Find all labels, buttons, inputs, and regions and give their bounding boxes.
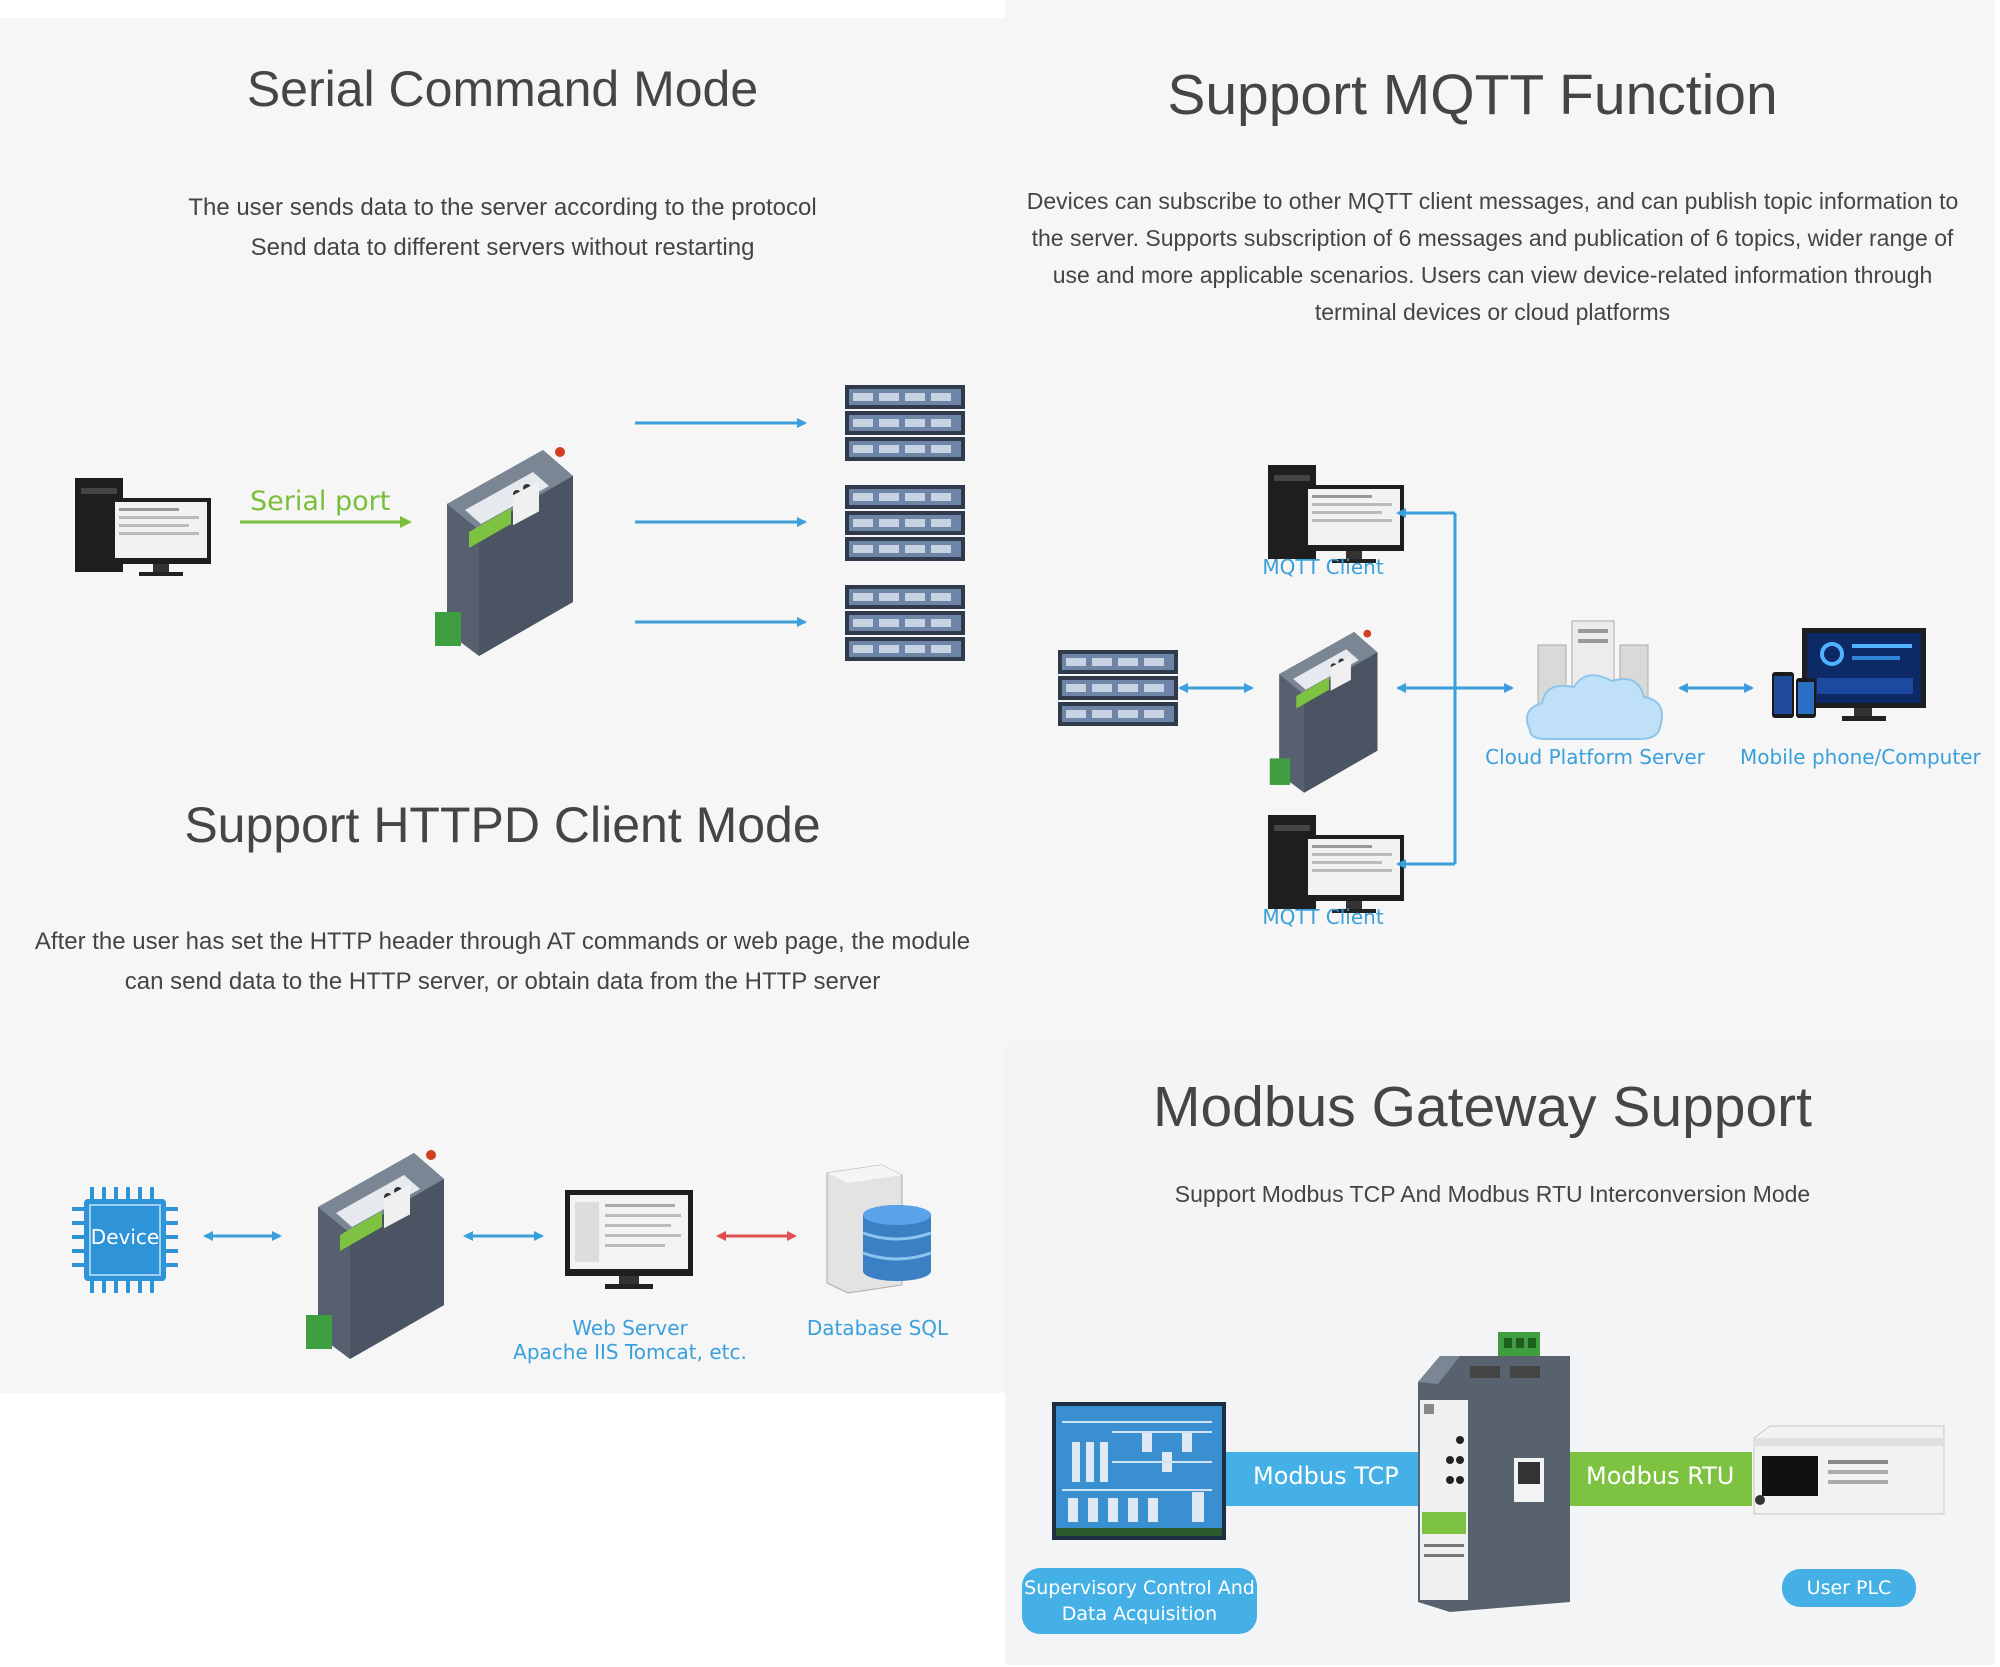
httpd-desc-line-2: can send data to the HTTP server, or obt…	[124, 968, 881, 995]
plc-label: User PLC	[1782, 1569, 1916, 1607]
modbus-rtu-label: Modbus RTU	[1586, 1462, 1735, 1490]
mobile-computer-icon	[1772, 628, 1926, 721]
database-label: Database SQL	[806, 1316, 949, 1340]
cloud-server-label: Cloud Platform Server	[1485, 745, 1705, 769]
httpd-panel	[0, 788, 1005, 1393]
httpd-description: After the user has set the HTTP header t…	[0, 922, 1005, 1002]
httpd-module-icon	[306, 1150, 444, 1359]
httpd-arrows	[203, 1231, 797, 1241]
web-server-label-line-1: Web Server	[572, 1316, 688, 1340]
serial-desc-line-1: The user sends data to the server accord…	[188, 194, 817, 221]
httpd-title: Support HTTPD Client Mode	[184, 797, 821, 853]
scada-label-line-1: Supervisory Control And	[1024, 1577, 1255, 1599]
web-server-label: Web Server Apache IIS Tomcat, etc.	[510, 1316, 750, 1364]
scada-label-line-2: Data Acquisition	[1061, 1603, 1218, 1625]
modbus-gateway-module-icon	[1418, 1332, 1570, 1612]
mqtt-client-bottom-icon	[1268, 815, 1404, 913]
mqtt-panel	[1005, 0, 1995, 1045]
web-server-monitor-icon	[565, 1190, 693, 1289]
mqtt-title: Support MQTT Function	[1167, 63, 1778, 127]
mqtt-desc-line-4: terminal devices or cloud platforms	[1314, 299, 1671, 325]
modbus-rtu-bar	[1560, 1452, 1752, 1506]
database-icon	[826, 1164, 932, 1294]
serial-title: Serial Command Mode	[246, 61, 759, 117]
serial-module-icon	[435, 447, 573, 656]
modbus-description: Support Modbus TCP And Modbus RTU Interc…	[1174, 1181, 1811, 1207]
modbus-tcp-bar	[1225, 1452, 1423, 1506]
scada-screen-icon	[1052, 1402, 1226, 1540]
modbus-tcp-label: Modbus TCP	[1253, 1462, 1399, 1490]
serial-computer-icon	[75, 478, 211, 576]
modbus-title: Modbus Gateway Support	[1152, 1075, 1813, 1139]
mqtt-description: Devices can subscribe to other MQTT clie…	[1005, 183, 1980, 331]
mqtt-client-top-label: MQTT Client	[1262, 555, 1384, 579]
serial-server-arrows	[635, 418, 807, 627]
serial-panel	[0, 18, 1005, 788]
mqtt-client-bottom-label: MQTT Client	[1262, 905, 1384, 929]
serial-port-label: Serial port	[250, 486, 391, 517]
mqtt-connector-lines	[1178, 508, 1754, 869]
mqtt-desc-line-1: Devices can subscribe to other MQTT clie…	[1026, 188, 1959, 214]
mobile-computer-label: Mobile phone/Computer	[1740, 745, 1981, 769]
scada-label: Supervisory Control And Data Acquisition	[1022, 1568, 1257, 1634]
mqtt-module-icon	[1269, 629, 1378, 793]
serial-server-icon-1	[845, 385, 965, 461]
serial-desc-line-2: Send data to different servers without r…	[250, 234, 755, 261]
mqtt-server-icon	[1058, 650, 1178, 726]
serial-description: The user sends data to the server accord…	[0, 188, 1005, 268]
httpd-desc-line-1: After the user has set the HTTP header t…	[34, 928, 971, 955]
mqtt-client-top-icon	[1268, 465, 1404, 563]
device-label: Device	[90, 1225, 160, 1249]
cloud-server-icon	[1526, 620, 1663, 740]
serial-server-icon-2	[845, 485, 965, 561]
web-server-label-line-2: Apache IIS Tomcat, etc.	[513, 1340, 747, 1364]
device-chip-icon: Device	[70, 1185, 180, 1295]
serial-port-arrow	[240, 516, 412, 528]
serial-server-icon-3	[845, 585, 965, 661]
mqtt-desc-line-3: use and more applicable scenarios. Users…	[1052, 262, 1933, 288]
plc-icon	[1753, 1425, 1945, 1515]
mqtt-desc-line-2: the server. Supports subscription of 6 m…	[1031, 225, 1954, 251]
